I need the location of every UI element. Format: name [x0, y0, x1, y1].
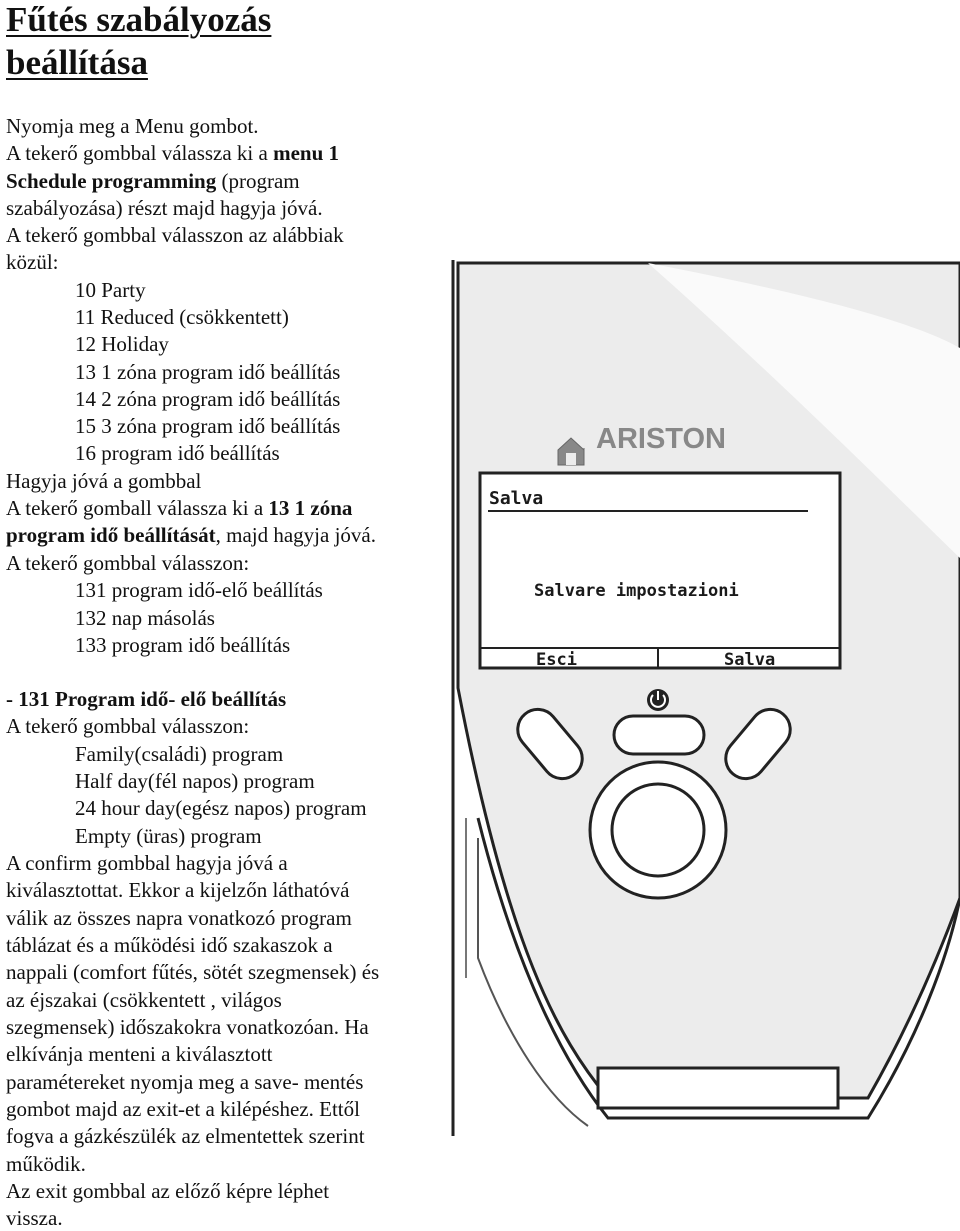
schedule-programming-label: Schedule programming — [6, 169, 217, 193]
body-line: gombot majd az exit-et a kilépéshez. Ett… — [6, 1097, 360, 1121]
body-line: Az exit gombbal az előző képre léphet — [6, 1179, 330, 1203]
left-button[interactable] — [510, 701, 591, 786]
softkey-esci[interactable]: Esci — [536, 650, 577, 670]
intro-line: Nyomja meg a Menu gombot. — [6, 114, 259, 138]
body-line: kiválasztottat. Ekkor a kijelzőn látható… — [6, 878, 350, 902]
body-line: válik az összes napra vonatkozó program — [6, 906, 352, 930]
right-button[interactable] — [718, 701, 799, 786]
program-option: Family(családi) program — [75, 742, 284, 766]
program-option: Half day(fél napos) program — [75, 769, 315, 793]
title-line-1: Fűtés szabályozás — [6, 0, 272, 39]
program-option: Empty (üras) program — [75, 824, 262, 848]
body-line: működik. — [6, 1152, 86, 1176]
menu-1-label: menu 1 — [273, 141, 340, 165]
page-title: Fűtés szabályozás beállítása — [6, 0, 271, 84]
menu-option: 12 Holiday — [75, 332, 169, 356]
title-line-2: beállítása — [6, 43, 148, 82]
intro-line: A tekerő gombbal válasszon az alábbiak — [6, 223, 344, 247]
select-line: program idő beállítását, majd hagyja jóv… — [6, 523, 376, 547]
choose-line: A tekerő gombbal válasszon: — [6, 714, 250, 738]
sub-option: 133 program idő beállítás — [75, 633, 291, 657]
menu-option: 14 2 zóna program idő beállítás — [75, 387, 341, 411]
choose-line: A tekerő gombbal válasszon: — [6, 551, 250, 575]
menu-option: 11 Reduced (csökkentett) — [75, 305, 289, 329]
menu-option: 13 1 zóna program idő beállítás — [75, 360, 341, 384]
confirm-line: Hagyja jóvá a gombbal — [6, 469, 202, 493]
body-line: vissza. — [6, 1206, 63, 1230]
body-line: táblázat és a működési idő szakaszok a — [6, 933, 333, 957]
power-icon[interactable] — [647, 689, 669, 711]
body-line: szegmensek) időszakokra vonatkozóan. Ha — [6, 1015, 369, 1039]
body-line: fogva a gázkészülék az elmentettek szeri… — [6, 1124, 365, 1148]
lcd-screen: Salva Salvare impostazioni Esci Salva — [478, 471, 842, 670]
softkey-salva[interactable]: Salva — [724, 650, 775, 670]
menu-option: 10 Party — [75, 278, 146, 302]
section-heading: - 131 Program idő- elő beállítás — [6, 687, 287, 711]
program-option: 24 hour day(egész napos) program — [75, 796, 367, 820]
screen-title: Salva — [489, 488, 543, 509]
brand-name: ARISTON — [596, 423, 726, 455]
intro-line: Schedule programming (program — [6, 169, 300, 193]
intro-line: szabályozása) részt majd hagyja jóvá. — [6, 196, 323, 220]
menu-button[interactable] — [612, 714, 706, 756]
intro-line: közül: — [6, 250, 59, 274]
sub-option: 131 program idő-elő beállítás — [75, 578, 323, 602]
ariston-logo: ARISTON — [557, 423, 726, 466]
body-line: elkívánja menteni a kiválasztott — [6, 1042, 273, 1066]
intro-line: A tekerő gombbal válassza ki a menu 1 — [6, 141, 340, 165]
select-line: A tekerő gomball válassza ki a 13 1 zóna — [6, 496, 353, 520]
body-line: paramétereket nyomja meg a save- mentés — [6, 1070, 364, 1094]
menu-option: 15 3 zóna program idő beállítás — [75, 414, 341, 438]
screen-message: Salvare impostazioni — [534, 581, 739, 601]
thermostat-illustration: ARISTON Salva Salvare impostazioni Esci … — [451, 260, 960, 1136]
rotary-dial[interactable] — [588, 760, 728, 900]
menu-option: 16 program idő beállítás — [75, 441, 280, 465]
sub-option: 132 nap másolás — [75, 606, 215, 630]
body-line: az éjszakai (csökkentett , világos — [6, 988, 282, 1012]
body-line: nappali (comfort fűtés, sötét szegmensek… — [6, 960, 380, 984]
device-body — [451, 260, 960, 1136]
body-line: A confirm gombbal hagyja jóvá a — [6, 851, 288, 875]
